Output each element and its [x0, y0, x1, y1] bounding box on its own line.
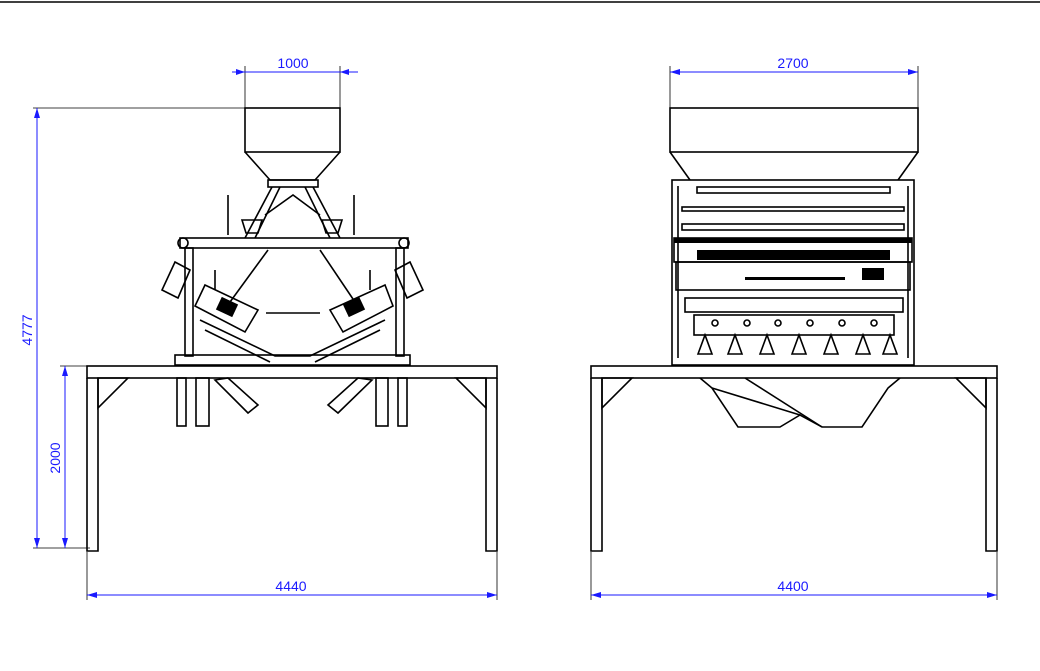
dimension-label-4440: 4440: [275, 578, 306, 594]
dimension-label-2700: 2700: [777, 55, 808, 71]
dimensions: 2700 4400: [590, 55, 998, 600]
hopper: [669, 107, 919, 181]
dimension-label-2000: 2000: [47, 442, 63, 473]
dimension-label-1000: 1000: [277, 55, 308, 71]
front-view: 2700 4400: [590, 55, 998, 600]
table: [590, 365, 998, 552]
dimension-label-4400: 4400: [777, 578, 808, 594]
vibratory-chutes: [160, 260, 425, 363]
sorter-body: [671, 179, 915, 366]
side-view: 1000 4777 2000 4440: [19, 55, 498, 600]
support-frame: [174, 186, 411, 366]
ejector-row: [696, 319, 899, 355]
hopper: [244, 107, 341, 188]
dimensions: 1000 4777 2000 4440: [19, 55, 498, 600]
dimension-label-4777: 4777: [19, 314, 35, 345]
table: [86, 365, 498, 552]
